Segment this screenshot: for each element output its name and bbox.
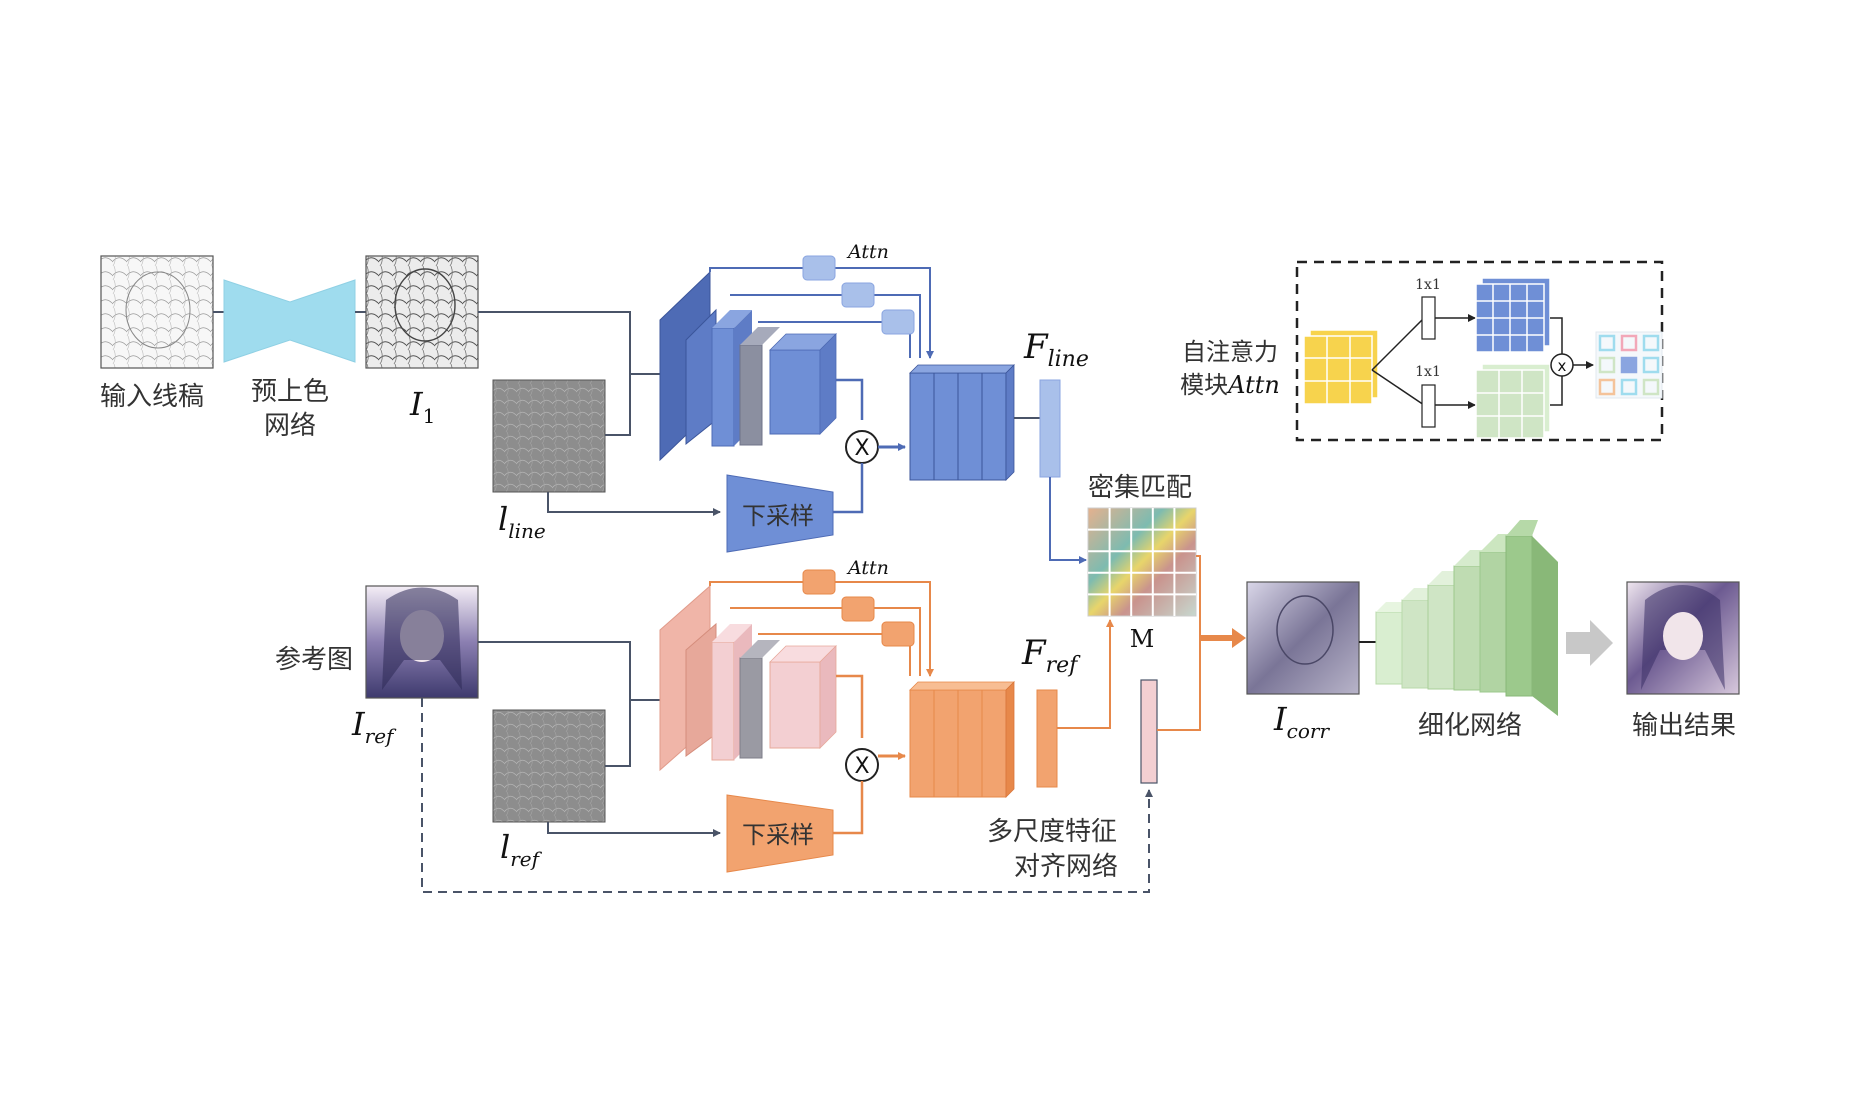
arrow-refine-output bbox=[1566, 620, 1613, 666]
attn-label-top: Attn bbox=[846, 241, 889, 263]
downsample-label-top: 下采样 bbox=[742, 502, 814, 530]
attn-block-top-1 bbox=[802, 255, 836, 281]
I-corr-label: Icorr bbox=[1273, 700, 1330, 743]
F-ref-bar bbox=[1036, 689, 1058, 788]
downsample-block-bottom bbox=[726, 794, 834, 873]
bottom-feature-stack bbox=[909, 681, 1015, 798]
multiscale-label-2: 对齐网络 bbox=[1014, 852, 1118, 882]
self-attn-yellow-grid bbox=[1303, 329, 1379, 405]
edge-encoder-mult-bottom bbox=[836, 674, 864, 738]
edge-attn-a bbox=[1371, 317, 1425, 371]
multiscale-align-bar bbox=[1140, 679, 1158, 784]
l-ref-label: lref bbox=[500, 828, 543, 871]
edge-lref-downsample bbox=[547, 822, 721, 837]
mult-node-top-symbol: X bbox=[854, 436, 869, 461]
I-ref-label: Iref bbox=[351, 705, 397, 748]
F-line-bar bbox=[1039, 379, 1061, 478]
conv1x1-label-a: 1x1 bbox=[1415, 277, 1441, 293]
edge-lline-downsample bbox=[547, 492, 721, 516]
mult-node-bottom-symbol: X bbox=[854, 754, 869, 779]
output-result-label: 输出结果 bbox=[1632, 711, 1736, 741]
I1-image bbox=[365, 255, 479, 369]
downsample-block-top bbox=[726, 474, 834, 553]
self-attn-mult-symbol: x bbox=[1558, 357, 1567, 375]
attn-block-top-2 bbox=[841, 282, 875, 308]
edge-downsample-mult-top bbox=[833, 463, 864, 514]
top-encoder bbox=[659, 270, 837, 462]
self-attn-label-1: 自注意力 bbox=[1182, 338, 1278, 366]
downsample-label-bottom: 下采样 bbox=[742, 821, 814, 849]
attn-block-bottom-2 bbox=[841, 596, 875, 622]
edge-encoder-mult-top bbox=[836, 378, 864, 420]
self-attn-label-2: 模块Attn bbox=[1180, 371, 1280, 399]
precolor-network-shape bbox=[223, 279, 356, 363]
arrow-to-Icorr bbox=[1232, 628, 1246, 648]
edge-Iref-multiscale-dashed bbox=[421, 698, 1153, 893]
I1-label: I1 bbox=[409, 385, 435, 428]
I-ref-image bbox=[365, 585, 479, 699]
conv1x1-bottom bbox=[1421, 384, 1436, 428]
refine-net-label: 细化网络 bbox=[1418, 711, 1522, 741]
edge-lref-encoder bbox=[605, 700, 631, 767]
multiscale-label-1: 多尺度特征 bbox=[987, 817, 1117, 847]
precolor-net-label-2: 网络 bbox=[264, 411, 316, 441]
F-line-label: Fline bbox=[1023, 327, 1089, 372]
edge-Fref-match bbox=[1057, 619, 1114, 729]
precolor-net-label-1: 预上色 bbox=[251, 377, 329, 407]
attn-block-bottom-3 bbox=[881, 621, 915, 647]
edge-downsample-mult-bottom bbox=[833, 781, 864, 835]
edge-attn-top-2 bbox=[730, 294, 921, 358]
self-attn-green-grid bbox=[1475, 363, 1551, 439]
edge-I1-encoder bbox=[478, 311, 660, 375]
output-image bbox=[1626, 581, 1740, 695]
I-corr-image bbox=[1246, 581, 1360, 695]
bottom-encoder bbox=[659, 584, 837, 772]
top-feature-stack bbox=[909, 364, 1015, 481]
M-label: M bbox=[1130, 625, 1155, 653]
self-attn-output-grid bbox=[1595, 331, 1663, 399]
attn-block-top-3 bbox=[881, 309, 915, 335]
edge-attn-b bbox=[1371, 369, 1425, 406]
refine-network bbox=[1375, 520, 1558, 716]
self-attn-blue-grid bbox=[1475, 277, 1551, 353]
input-lineart-label: 输入线稿 bbox=[100, 382, 204, 412]
F-ref-label: Fref bbox=[1021, 633, 1081, 678]
input-lineart-image bbox=[100, 255, 214, 369]
edge-lline-encoder bbox=[605, 374, 631, 436]
l-line-label: lline bbox=[498, 500, 546, 543]
edge-Fline-match bbox=[1049, 477, 1087, 564]
l-ref-image bbox=[492, 709, 606, 823]
edge-multiscale-merge bbox=[1157, 638, 1201, 731]
attn-block-bottom-1 bbox=[802, 569, 836, 595]
conv1x1-top bbox=[1421, 296, 1436, 340]
edge-attn-bottom-2 bbox=[730, 607, 921, 676]
reference-image-label: 参考图 bbox=[275, 645, 353, 675]
edge-blue-mult bbox=[1550, 317, 1563, 355]
dense-match-matrix bbox=[1087, 507, 1197, 617]
conv1x1-label-b: 1x1 bbox=[1415, 364, 1441, 380]
edge-Iref-encoder bbox=[478, 641, 660, 701]
attn-label-bottom: Attn bbox=[846, 557, 889, 579]
l-line-image bbox=[492, 379, 606, 493]
dense-match-label: 密集匹配 bbox=[1088, 473, 1192, 503]
edge-green-mult bbox=[1550, 376, 1563, 406]
edge-match-merge bbox=[1196, 555, 1201, 638]
